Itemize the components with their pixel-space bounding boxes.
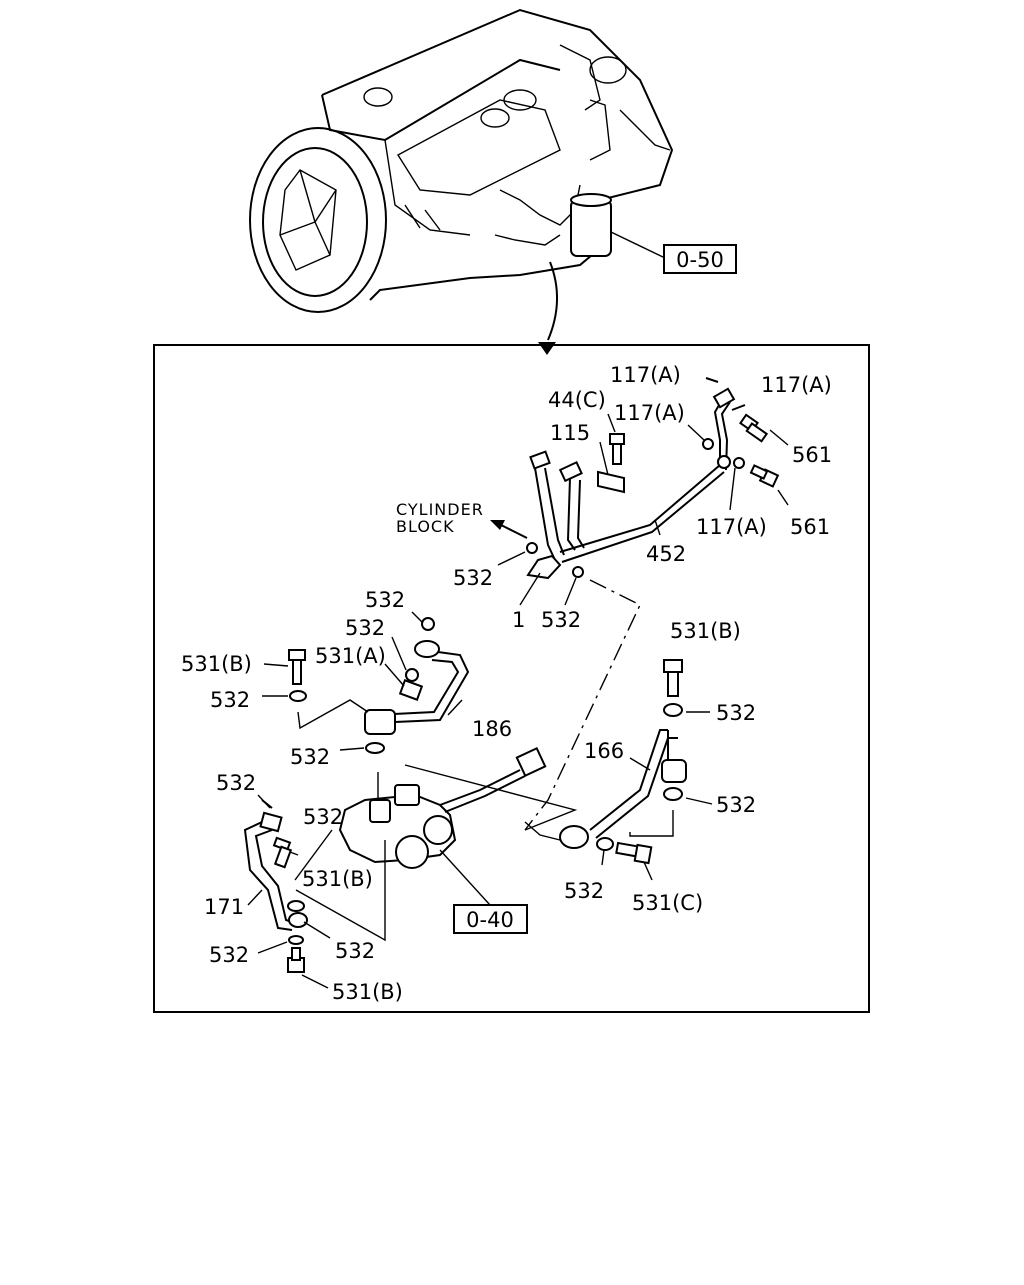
leader-lines-middle-left: [262, 611, 463, 751]
callout-531b-right: 531(B): [670, 619, 741, 643]
overview-reference-label: 0-50: [676, 248, 724, 272]
callout-532-top-mid: 532: [541, 608, 581, 632]
callout-532-top-left: 532: [453, 566, 493, 590]
leader-lines-bottom-left: [247, 794, 331, 989]
callout-452: 452: [646, 542, 686, 566]
callout-561-1: 561: [792, 443, 832, 467]
callout-166: 166: [584, 739, 624, 763]
callout-117a-2: 117(A): [761, 373, 832, 397]
note-block: BLOCK: [396, 517, 455, 536]
callout-117a-3: 117(A): [614, 401, 685, 425]
note-cylinder: CYLINDER: [396, 500, 484, 519]
callout-531b-mid: 531(B): [302, 867, 373, 891]
pump-reference-label: 0-40: [466, 908, 514, 932]
overview-reference-box: [663, 244, 737, 274]
callout-532-h: 532: [303, 805, 343, 829]
callout-532-b: 532: [345, 616, 385, 640]
callout-531c: 531(C): [632, 891, 703, 915]
pipe-186-illustration: [288, 617, 470, 754]
callout-115: 115: [550, 421, 590, 445]
callout-532-k: 532: [564, 879, 604, 903]
callout-532-d: 532: [290, 745, 330, 769]
callout-531b-left: 531(B): [181, 652, 252, 676]
engine-overview-illustration: [249, 8, 674, 355]
leader-lines-middle-right: [601, 711, 713, 881]
callout-532-f: 532: [716, 793, 756, 817]
pump-reference-box: [453, 904, 528, 934]
dashdot-guide-1: [524, 579, 641, 831]
callout-117a-1: 117(A): [610, 363, 681, 387]
pipe-166-illustration: [524, 659, 687, 865]
detail-frame: [153, 344, 870, 1013]
callout-171: 171: [204, 895, 244, 919]
callout-532-i: 532: [209, 943, 249, 967]
callout-186: 186: [472, 717, 512, 741]
callout-labels: 117(A) 117(A) 44(C) 117(A) 115 561 117(A…: [181, 363, 832, 1004]
callout-531b-bottom: 531(B): [332, 980, 403, 1004]
callout-561-2: 561: [790, 515, 830, 539]
callout-532-j: 532: [335, 939, 375, 963]
leader-lines-upper: [497, 413, 789, 606]
callout-1: 1: [512, 608, 525, 632]
injection-pump-illustration: [338, 746, 578, 869]
pump-reference-leader: [439, 849, 491, 906]
callout-532-c: 532: [210, 688, 250, 712]
pipe-assembly-452-illustration: [490, 377, 780, 580]
callout-44c: 44(C): [548, 388, 606, 412]
callout-532-a: 532: [365, 588, 405, 612]
callout-117a-4: 117(A): [696, 515, 767, 539]
callout-532-e: 532: [716, 701, 756, 725]
callout-531a: 531(A): [315, 644, 386, 668]
callout-532-g: 532: [216, 771, 256, 795]
